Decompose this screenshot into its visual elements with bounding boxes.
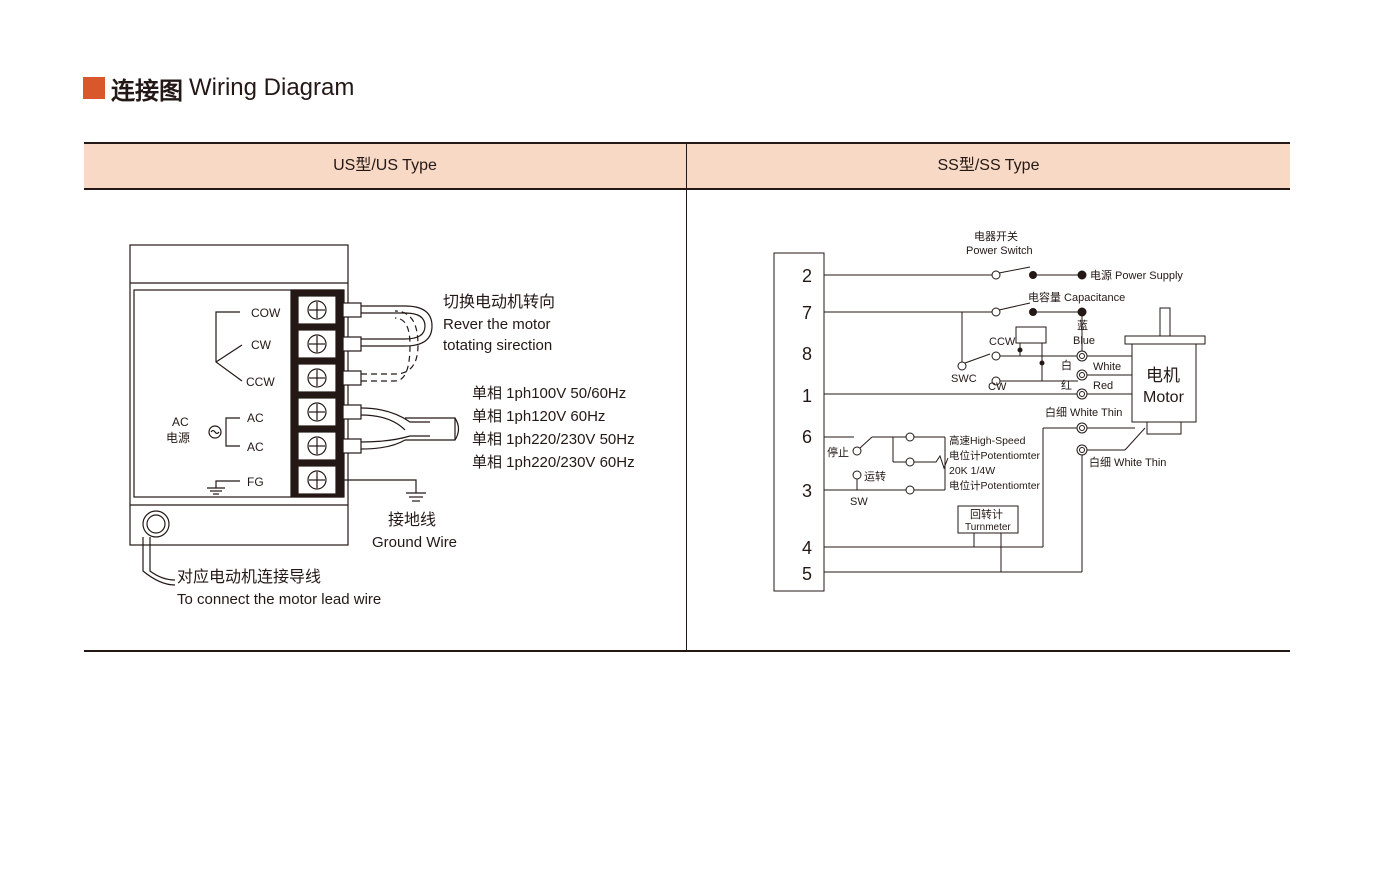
- us-terminal-screws: [297, 295, 337, 495]
- power-switch-label-zh: 电器开关: [974, 229, 1018, 243]
- power-line-3: 单相 1ph220/230V 50Hz: [472, 431, 635, 448]
- us-fg-ground: [215, 480, 240, 488]
- wiring-table: US型/US Type SS型/SS Type: [84, 142, 1290, 652]
- white-label-zh: 白: [1061, 358, 1072, 372]
- us-jumper-dashed: [361, 310, 419, 375]
- header-ss-type: SS型/SS Type: [937, 157, 1040, 174]
- motor-label-zh: 电机: [1146, 366, 1180, 385]
- turnmeter-box: [957, 505, 1019, 534]
- us-labels: COW CW CCW AC AC FG AC 电源 切换电动机转向 Rever …: [166, 293, 635, 608]
- power-line-2: 单相 1ph120V 60Hz: [472, 408, 605, 425]
- red-label-en: Red: [1093, 380, 1113, 392]
- us-jumper-solid: [361, 305, 433, 347]
- pot-label-2: 电位计Potentiomter: [949, 449, 1041, 462]
- capacitance-label: 电容量 Capacitance: [1028, 290, 1125, 304]
- pot-label-1: 高速High-Speed: [949, 434, 1026, 447]
- us-lead-wire: [142, 537, 176, 586]
- turnmeter-label-en: Turnmeter: [965, 522, 1011, 533]
- table-bottom-rule: [84, 650, 1290, 652]
- lead-label-zh: 对应电动机连接导线: [177, 567, 321, 586]
- terminal-label-fg: FG: [247, 475, 264, 489]
- heading-title-zh: 连接图: [111, 77, 183, 105]
- terminal-5: 5: [802, 564, 812, 584]
- blue-label-zh: 蓝: [1077, 319, 1088, 332]
- us-switch-lines: [215, 311, 243, 382]
- ground-label-zh: 接地线: [388, 511, 436, 529]
- motor-shaft: [1159, 307, 1171, 337]
- motor-label-en: Motor: [1143, 389, 1185, 406]
- ac-power-label: AC: [172, 415, 189, 429]
- table-header: US型/US Type SS型/SS Type: [84, 142, 1290, 190]
- ac-power-label-zh: 电源: [166, 431, 190, 445]
- run-label: 运转: [864, 469, 886, 483]
- section-heading: 连接图 Wiring Diagram: [83, 72, 355, 105]
- us-wire-lugs: [342, 302, 362, 454]
- power-supply-label: 电源 Power Supply: [1090, 268, 1183, 282]
- reverse-label-en-2: totating sirection: [443, 337, 552, 354]
- potentiometer-wiper: [914, 454, 949, 470]
- power-line-1: 单相 1ph100V 50/60Hz: [472, 385, 626, 402]
- terminal-7: 7: [802, 303, 812, 323]
- ccw-label: CCW: [989, 336, 1016, 348]
- terminal-4: 4: [802, 538, 812, 558]
- white-thin-label-1: 白细 White Thin: [1045, 405, 1122, 419]
- pot-label-4: 电位计Potentiomter: [949, 479, 1041, 492]
- terminal-2: 2: [802, 266, 812, 286]
- blue-label-en: Blue: [1073, 335, 1095, 347]
- us-terminal-panel: [133, 289, 345, 498]
- lead-label-en: To connect the motor lead wire: [177, 591, 381, 608]
- stop-label: 停止: [827, 445, 849, 459]
- white-label-en: White: [1093, 361, 1121, 373]
- power-switch-blade: [998, 266, 1031, 274]
- terminal-label-ccw: CCW: [246, 375, 275, 389]
- terminal-label-ac-1: AC: [247, 411, 264, 425]
- terminal-1: 1: [802, 386, 812, 406]
- red-label-zh: 红: [1061, 379, 1072, 392]
- us-controller-box: [129, 244, 349, 546]
- heading-title-en: Wiring Diagram: [189, 74, 355, 101]
- capacitor: [1015, 326, 1047, 344]
- us-type-diagram: [129, 244, 460, 586]
- terminal-6: 6: [802, 427, 812, 447]
- terminal-3: 3: [802, 481, 812, 501]
- us-ground-wire: [343, 479, 417, 493]
- us-ac-lines: [225, 417, 240, 447]
- terminal-label-cow: COW: [251, 306, 281, 320]
- ss-type-diagram: [773, 252, 1206, 592]
- power-switch-label-en: Power Switch: [966, 245, 1033, 257]
- terminal-8: 8: [802, 344, 812, 364]
- pot-label-3: 20K 1/4W: [949, 465, 995, 477]
- ss-terminal-strip: [773, 252, 825, 592]
- us-power-cable: [360, 407, 430, 423]
- white-thin-label-2: 白细 White Thin: [1089, 455, 1166, 469]
- heading-marker: [83, 77, 105, 99]
- column-divider: [686, 142, 687, 652]
- us-lead-connector: [142, 510, 170, 538]
- reverse-label-en-1: Rever the motor: [443, 316, 551, 333]
- cw-label: CW: [988, 381, 1007, 393]
- sw-label: SW: [850, 496, 868, 508]
- ground-label-en: Ground Wire: [372, 534, 457, 551]
- turnmeter-label-zh: 回转计: [970, 507, 1003, 521]
- terminal-label-ac-2: AC: [247, 440, 264, 454]
- terminal-label-cw: CW: [251, 338, 272, 352]
- header-us-type: US型/US Type: [333, 157, 437, 174]
- reverse-label-zh: 切换电动机转向: [443, 293, 555, 311]
- power-line-4: 单相 1ph220/230V 60Hz: [472, 454, 635, 471]
- swc-label: SWC: [951, 373, 977, 385]
- ss-labels: 2 7 8 1 6 3 4 5 电器开关 Power Switch 电源 Pow…: [802, 229, 1185, 584]
